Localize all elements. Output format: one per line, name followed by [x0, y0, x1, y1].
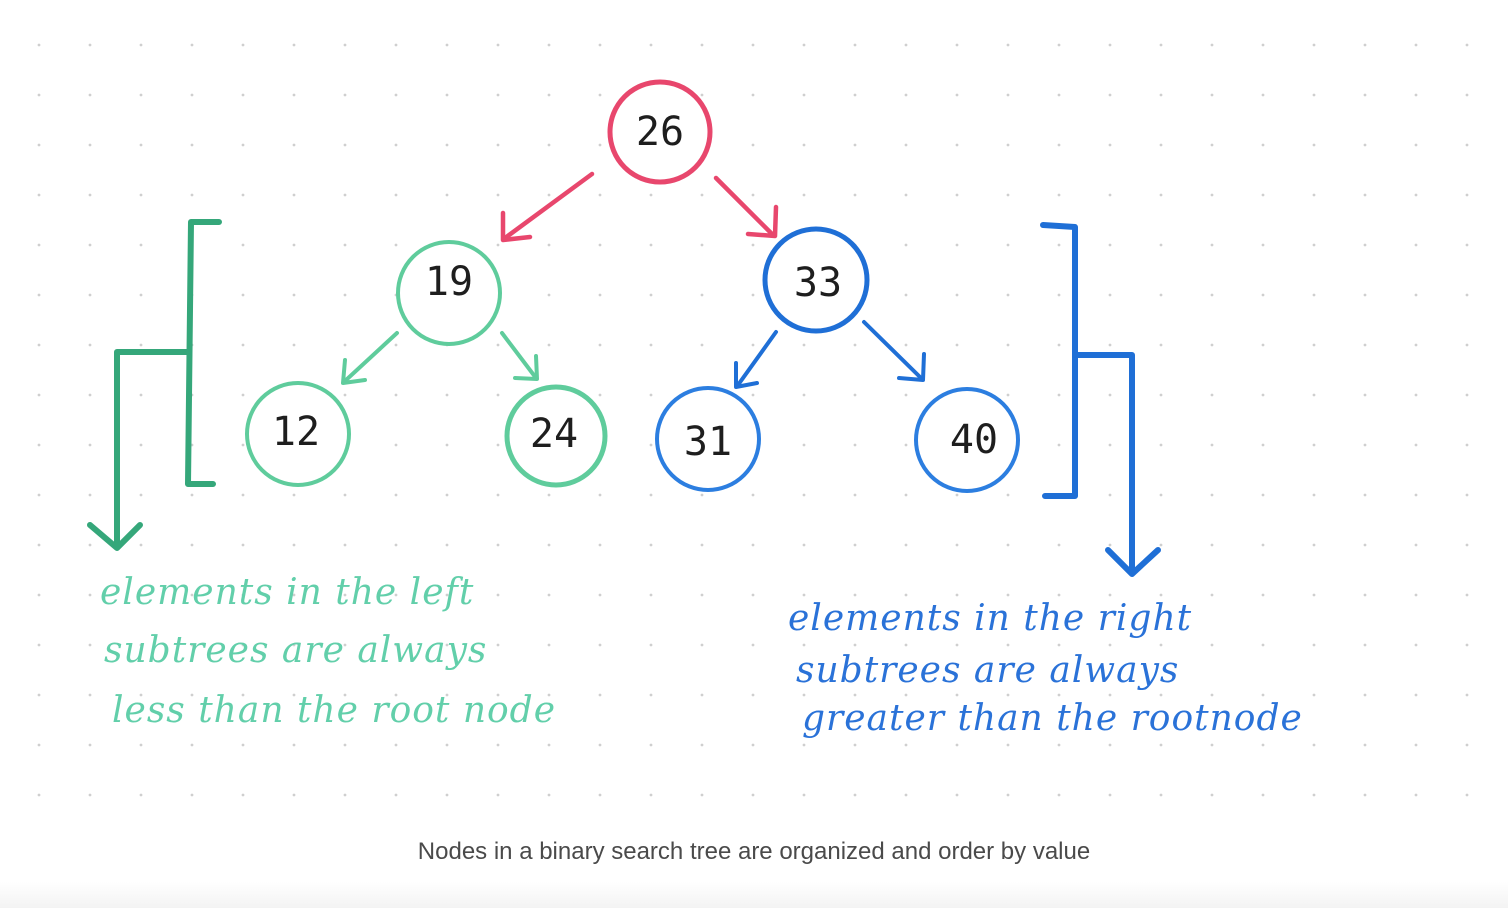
node-right-child-label: 33 — [794, 260, 842, 306]
right-note: elements in the right subtrees are alway… — [788, 598, 1303, 739]
edge-26-19 — [500, 171, 595, 243]
left-subtree-bracket — [87, 219, 222, 551]
left-note-line-3: less than the root node — [112, 690, 556, 731]
right-subtree-bracket — [1040, 222, 1161, 577]
edge-33-31 — [734, 330, 778, 389]
figure-caption: Nodes in a binary search tree are organi… — [417, 838, 1091, 865]
edge-19-12 — [341, 331, 399, 385]
node-left-left-label: 12 — [272, 409, 320, 455]
node-right-right: 40 — [914, 387, 1020, 493]
edge-26-33 — [713, 175, 779, 239]
right-note-line-2: subtrees are always — [796, 650, 1179, 691]
node-root: 26 — [607, 79, 713, 185]
node-right-right-label: 40 — [950, 417, 998, 463]
bst-diagram: 26 19 33 12 24 31 40 — [20, 40, 1490, 810]
right-note-line-3: greater than the rootnode — [802, 698, 1303, 739]
node-left-right: 24 — [504, 384, 608, 488]
node-right-left-label: 31 — [684, 419, 732, 465]
left-note-line-2: subtrees are always — [104, 630, 487, 671]
edge-33-40 — [862, 320, 926, 382]
left-note-line-1: elements in the left — [100, 572, 474, 613]
node-left-left: 12 — [245, 381, 351, 487]
right-note-line-1: elements in the right — [788, 598, 1192, 639]
footer-shade — [0, 882, 1508, 908]
node-right-child: 33 — [762, 226, 870, 334]
node-left-child: 19 — [396, 240, 502, 346]
node-right-left: 31 — [655, 386, 761, 492]
edge-19-24 — [500, 331, 539, 381]
node-left-child-label: 19 — [425, 259, 473, 305]
left-note: elements in the left subtrees are always… — [100, 572, 556, 731]
node-root-label: 26 — [636, 109, 684, 155]
node-left-right-label: 24 — [530, 411, 578, 457]
